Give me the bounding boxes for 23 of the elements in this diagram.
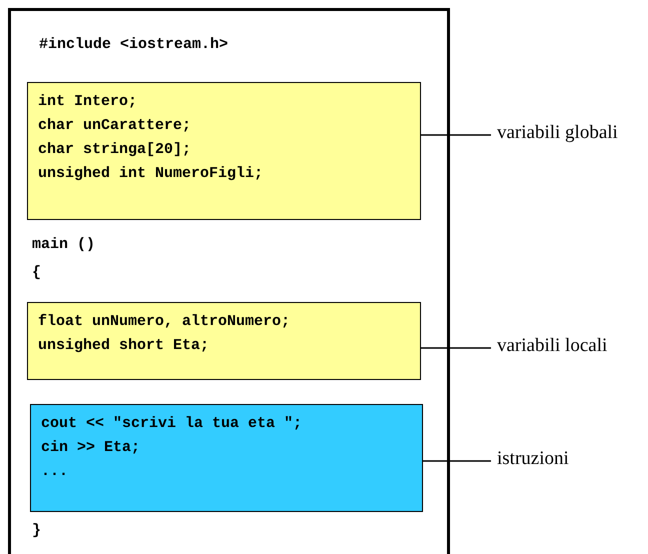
code-line: cout << "scrivi la tua eta "; bbox=[41, 414, 302, 433]
code-line: #include <iostream.h> bbox=[39, 35, 228, 54]
code-line: float unNumero, altroNumero; bbox=[38, 312, 290, 331]
code-block bbox=[27, 302, 421, 380]
callout-label: variabili locali bbox=[497, 333, 608, 359]
code-block bbox=[30, 404, 423, 512]
program-frame bbox=[8, 8, 450, 554]
callout-label: istruzioni bbox=[497, 446, 569, 472]
callout-label: variabili globali bbox=[497, 120, 618, 146]
code-line: } bbox=[32, 521, 42, 540]
code-line: char unCarattere; bbox=[38, 116, 192, 135]
code-line: cin >> Eta; bbox=[41, 438, 140, 457]
code-line: ... bbox=[41, 462, 68, 481]
leader-line bbox=[421, 347, 491, 349]
leader-line bbox=[423, 460, 491, 462]
code-line: { bbox=[32, 263, 42, 282]
code-line: char stringa[20]; bbox=[38, 140, 192, 159]
code-line: main () bbox=[32, 235, 96, 254]
leader-line bbox=[421, 134, 491, 136]
code-line: unsighed int NumeroFigli; bbox=[38, 164, 264, 183]
code-line: int Intero; bbox=[38, 92, 138, 111]
code-line: unsighed short Eta; bbox=[38, 336, 210, 355]
code-block bbox=[27, 82, 421, 220]
